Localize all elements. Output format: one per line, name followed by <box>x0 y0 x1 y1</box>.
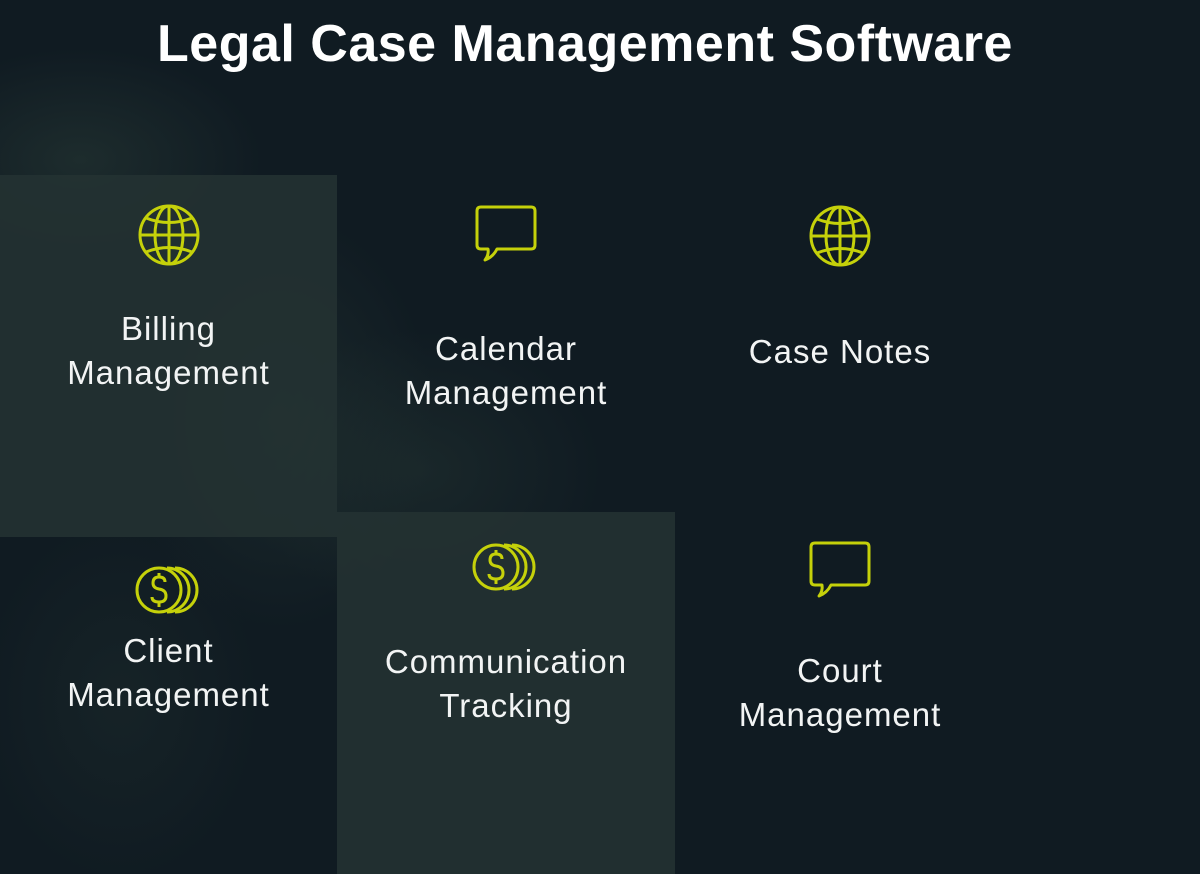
feature-label: Calendar Management <box>404 330 608 411</box>
globe-icon <box>808 204 872 268</box>
feature-card-communication-tracking: Communication Tracking <box>337 512 675 874</box>
feature-label: Billing Management <box>67 310 270 391</box>
coins-icon <box>135 565 203 615</box>
feature-card-case-notes: Case Notes <box>675 150 1005 512</box>
speech-bubble-icon <box>809 541 871 598</box>
page-title: Legal Case Management Software <box>157 15 1013 73</box>
feature-card-court-management: Court Management <box>675 512 1005 874</box>
feature-card-client-management: Client Management <box>0 537 337 874</box>
feature-label: Communication Tracking <box>384 643 628 724</box>
feature-label: Case Notes <box>748 333 932 370</box>
globe-icon <box>137 203 201 267</box>
feature-label: Court Management <box>738 652 942 733</box>
feature-card-calendar-management: Calendar Management <box>337 150 675 512</box>
feature-label: Client Management <box>67 632 270 713</box>
feature-card-billing-management: Billing Management <box>0 175 337 537</box>
speech-bubble-icon <box>475 205 537 262</box>
coins-icon <box>472 542 540 592</box>
